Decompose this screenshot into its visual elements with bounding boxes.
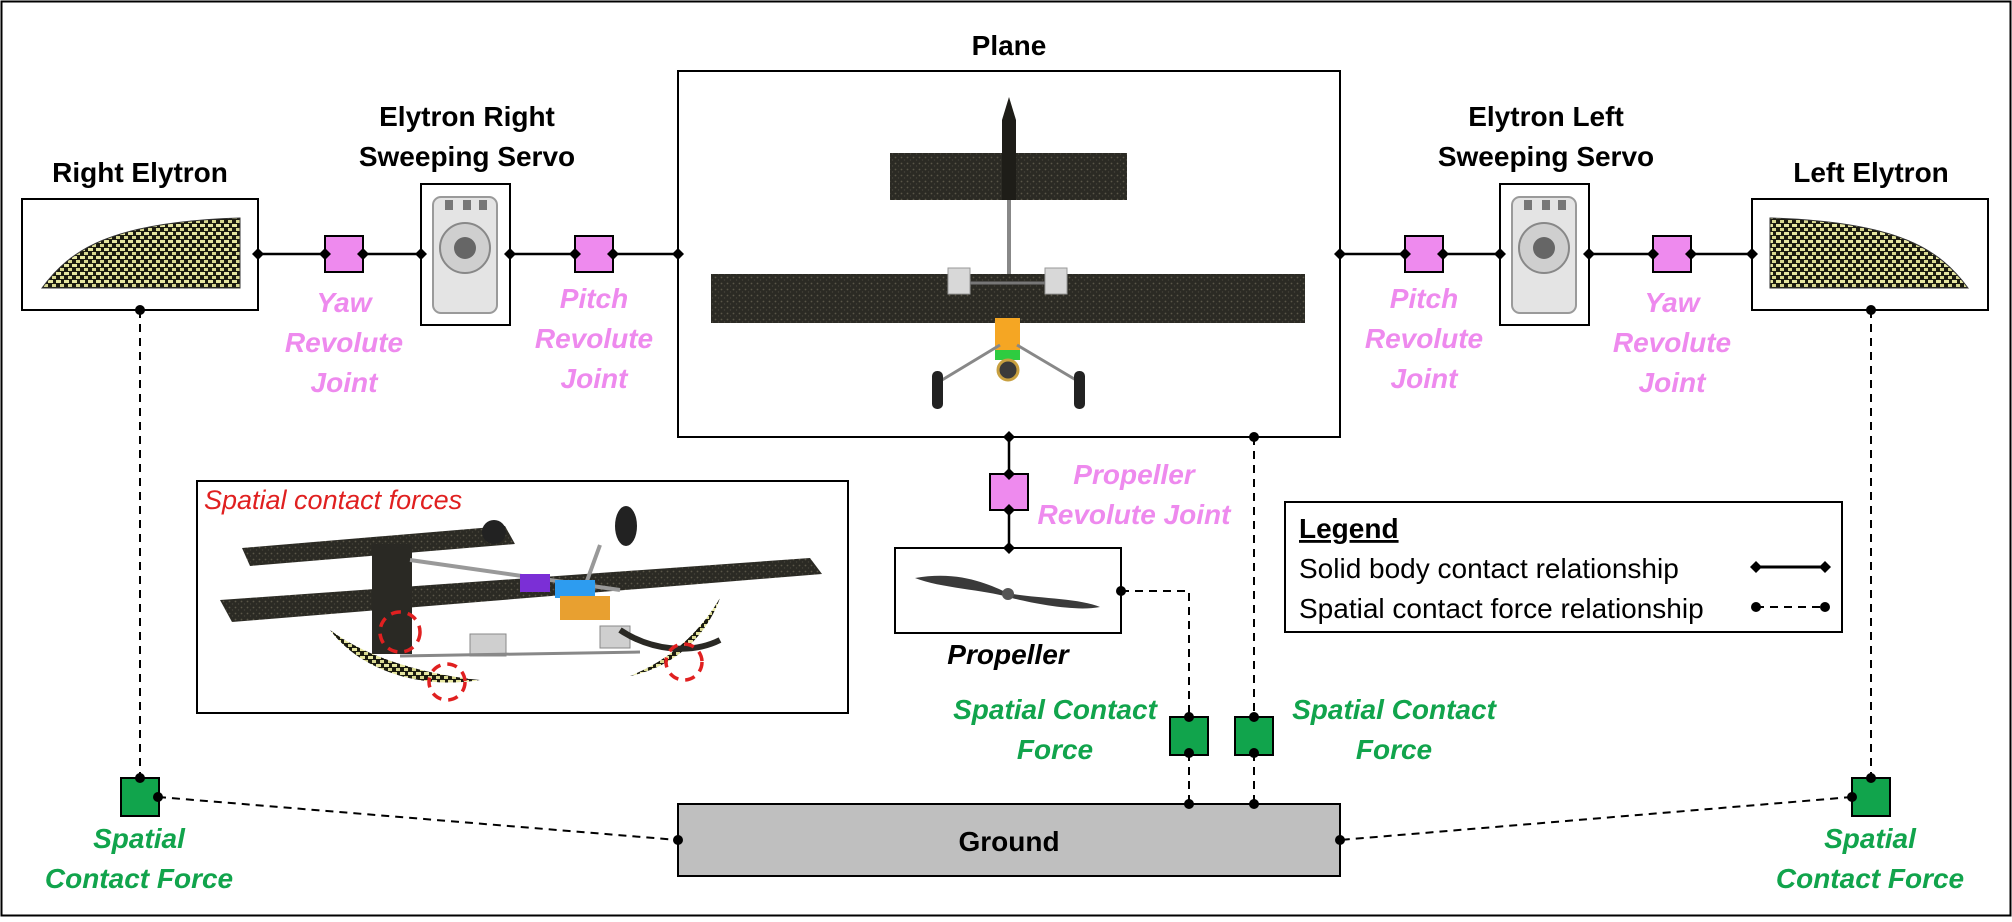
right-elytron-node (21, 198, 259, 311)
legend-spatial-label: Spatial contact force relationship (1299, 593, 1704, 624)
spatial-labels: Spatial Contact Force Spatial Contact Fo… (45, 694, 1964, 894)
joint-label-propeller-1: Propeller (1073, 459, 1196, 490)
dash-right-force-ground (1339, 796, 1853, 841)
joint-label-left-yaw-2: Revolute (1613, 327, 1731, 358)
link-diamonds (252, 248, 1758, 554)
propeller-image (915, 575, 1100, 609)
joint-label-right-yaw-3: Joint (311, 367, 380, 398)
inset-caption: Spatial contact forces (204, 485, 462, 515)
spatial-label-right-bottom-2: Contact Force (1776, 863, 1964, 894)
dash-left-force-ground (157, 796, 679, 841)
force-box-left-elytron (1851, 777, 1891, 817)
joint-label-right-yaw-1: Yaw (317, 287, 374, 318)
spatial-label-propeller-2: Force (1017, 734, 1093, 765)
spatial-label-plane-1: Spatial Contact (1292, 694, 1497, 725)
left-servo-title-line2: Sweeping Servo (1438, 141, 1654, 172)
joint-label-left-pitch-2: Revolute (1365, 323, 1483, 354)
right-servo-node (420, 183, 511, 326)
left-elytron-node (1751, 198, 1989, 311)
left-elytron-image (1769, 217, 1969, 289)
force-box-right-elytron (120, 777, 160, 817)
link-dots (135, 305, 1876, 845)
left-elytron-title: Left Elytron (1793, 157, 1949, 188)
joint-labels: Yaw Revolute Joint Pitch Revolute Joint … (285, 283, 1731, 530)
spatial-label-plane-2: Force (1356, 734, 1432, 765)
right-servo-title-line1: Elytron Right (379, 101, 555, 132)
right-elytron-title: Right Elytron (52, 157, 228, 188)
left-servo-node (1499, 183, 1590, 326)
plane-node (677, 70, 1341, 438)
legend: Legend Solid body contact relationship S… (1284, 501, 1843, 633)
spatial-label-right-bottom-1: Spatial (1824, 823, 1917, 854)
spatial-label-propeller-1: Spatial Contact (953, 694, 1158, 725)
ground-label: Ground (958, 826, 1059, 857)
spatial-label-left-bottom-2: Contact Force (45, 863, 233, 894)
right-elytron-image (41, 217, 241, 289)
joint-label-left-yaw-1: Yaw (1645, 287, 1702, 318)
joint-label-right-pitch-3: Joint (561, 363, 630, 394)
left-servo-title-line1: Elytron Left (1468, 101, 1624, 132)
joint-label-right-pitch-1: Pitch (560, 283, 628, 314)
propeller-title: Propeller (947, 639, 1070, 670)
inset-aircraft-image (220, 506, 822, 702)
legend-title: Legend (1299, 513, 1399, 544)
joint-label-left-pitch-1: Pitch (1390, 283, 1458, 314)
inset-render: Spatial contact forces (196, 480, 849, 714)
joint-box-left-yaw (1652, 235, 1692, 273)
joint-label-propeller-2: Revolute Joint (1038, 499, 1233, 530)
spatial-label-left-bottom-1: Spatial (93, 823, 186, 854)
plane-image (711, 97, 1305, 409)
plane-title: Plane (972, 30, 1047, 61)
legend-solid-symbol (1750, 561, 1831, 573)
joint-label-right-pitch-2: Revolute (535, 323, 653, 354)
force-boxes (120, 716, 1891, 817)
joint-label-right-yaw-2: Revolute (285, 327, 403, 358)
joint-label-left-yaw-3: Joint (1639, 367, 1708, 398)
right-servo-title-line2: Sweeping Servo (359, 141, 575, 172)
spatial-links (139, 310, 1872, 841)
propeller-node (894, 547, 1122, 634)
joint-box-left-pitch (1404, 235, 1444, 273)
joint-label-left-pitch-3: Joint (1391, 363, 1460, 394)
legend-solid-label: Solid body contact relationship (1299, 553, 1679, 584)
legend-spatial-symbol (1751, 602, 1830, 612)
